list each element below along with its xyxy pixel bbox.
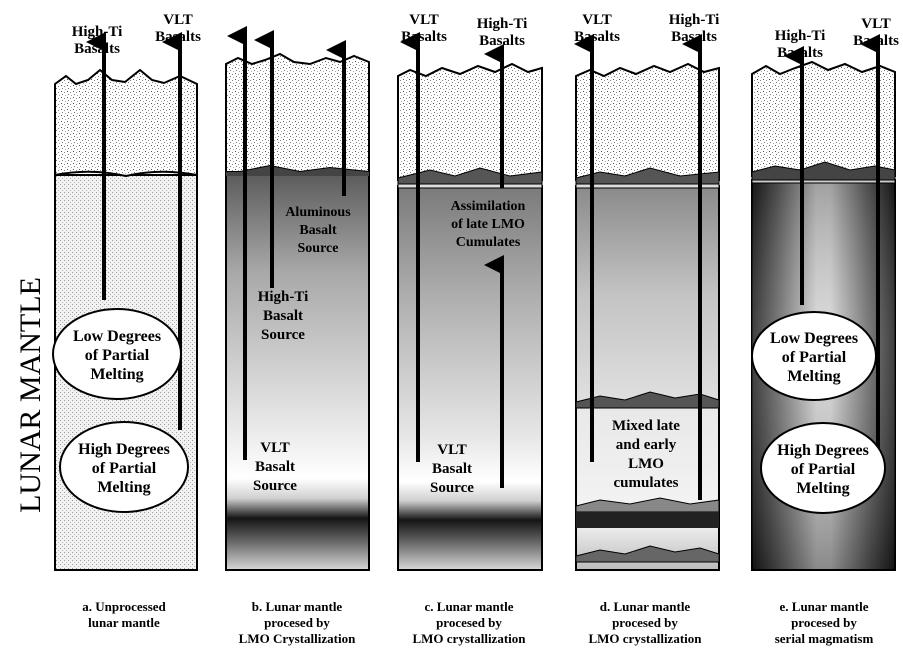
crust (397, 62, 543, 181)
crust (225, 52, 370, 174)
mantle-lower (575, 404, 720, 571)
cumulate-band (751, 179, 896, 184)
mantle-column (397, 185, 543, 571)
cumulate-layer-mid (575, 391, 720, 409)
dark-band (576, 512, 719, 528)
oval-high-degrees (59, 421, 189, 513)
oval-low-degrees (52, 308, 182, 400)
cumulate-band (575, 183, 720, 189)
cumulate-layer-bottom (575, 545, 720, 563)
side-title: LUNAR MANTLE (14, 277, 47, 513)
oval-low-degrees (751, 311, 877, 401)
mantle-upper (575, 185, 720, 406)
crust (751, 60, 896, 177)
mantle-column (225, 171, 370, 571)
crust (54, 68, 198, 178)
oval-high-degrees (760, 422, 886, 514)
cumulate-band (397, 183, 543, 189)
crust-base (226, 166, 369, 176)
crust (575, 62, 720, 181)
